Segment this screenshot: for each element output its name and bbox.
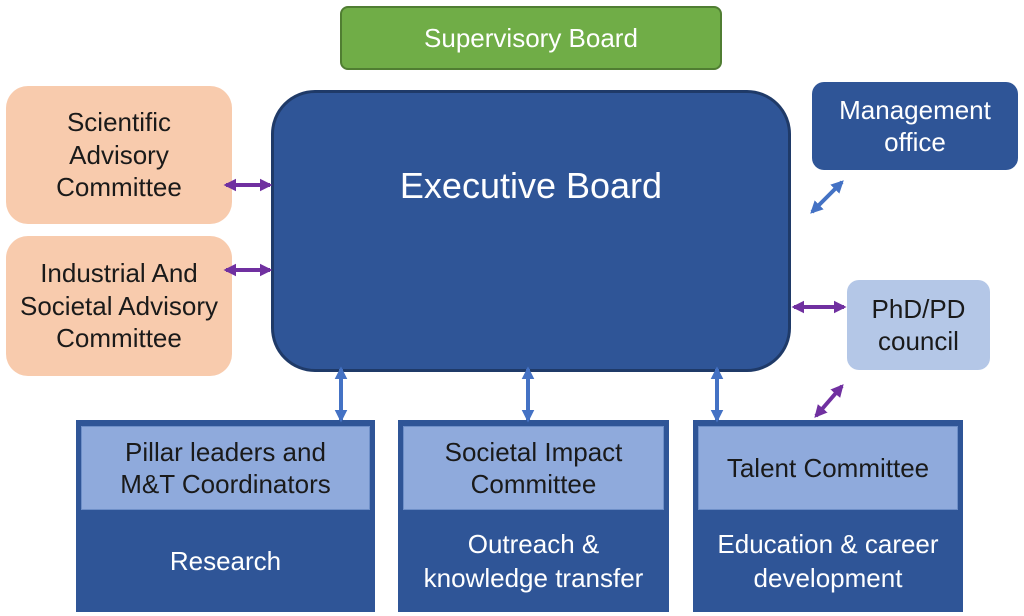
arrow-executive-management bbox=[810, 180, 844, 214]
management-office: Management office bbox=[812, 82, 1018, 170]
phd-line-1: PhD/PD bbox=[871, 293, 966, 324]
iac-line-3: Committee bbox=[56, 323, 182, 354]
education-head-line-1: Talent Committee bbox=[726, 452, 930, 483]
supervisory-board-label: Supervisory Board bbox=[424, 22, 638, 53]
sac-line-2: Advisory bbox=[69, 139, 169, 170]
research-body-line-1: Research bbox=[169, 546, 282, 577]
education-label: Education & career development bbox=[693, 512, 963, 612]
talent-committee-box: Talent Committee bbox=[698, 426, 958, 510]
outreach-body-line-1: Outreach & bbox=[467, 529, 600, 560]
industrial-societal-advisory-committee: Industrial And Societal Advisory Committ… bbox=[6, 236, 232, 376]
outreach-label: Outreach & knowledge transfer bbox=[398, 512, 669, 612]
societal-impact-committee-box: Societal Impact Committee bbox=[403, 426, 664, 510]
sac-line-3: Committee bbox=[56, 172, 182, 203]
research-panel: Pillar leaders and M&T Coordinators Rese… bbox=[76, 420, 375, 612]
arrow-phd-talent bbox=[814, 384, 844, 418]
phd-pd-council: PhD/PD council bbox=[847, 280, 990, 370]
mgmt-line-1: Management bbox=[839, 94, 991, 125]
iac-line-1: Industrial And bbox=[40, 258, 198, 289]
education-panel: Talent Committee Education & career deve… bbox=[693, 420, 963, 612]
research-head-line-2: M&T Coordinators bbox=[120, 469, 331, 499]
executive-board: Executive Board bbox=[271, 90, 791, 372]
outreach-head-line-2: Committee bbox=[470, 469, 597, 499]
iac-line-2: Societal Advisory bbox=[20, 290, 218, 321]
education-body-line-1: Education & career bbox=[717, 529, 939, 560]
supervisory-board: Supervisory Board bbox=[340, 6, 722, 70]
outreach-head-line-1: Societal Impact bbox=[444, 436, 623, 467]
executive-board-label: Executive Board bbox=[399, 165, 663, 206]
scientific-advisory-committee: Scientific Advisory Committee bbox=[6, 86, 232, 224]
mgmt-line-2: office bbox=[884, 127, 946, 157]
sac-line-1: Scientific bbox=[66, 107, 172, 138]
pillar-leaders-box: Pillar leaders and M&T Coordinators bbox=[81, 426, 370, 510]
education-body-line-2: development bbox=[753, 563, 903, 593]
research-label: Research bbox=[76, 512, 375, 612]
outreach-body-line-2: knowledge transfer bbox=[423, 563, 644, 593]
outreach-panel: Societal Impact Committee Outreach & kno… bbox=[398, 420, 669, 612]
phd-line-2: council bbox=[878, 326, 959, 356]
research-head-line-1: Pillar leaders and bbox=[125, 436, 326, 467]
